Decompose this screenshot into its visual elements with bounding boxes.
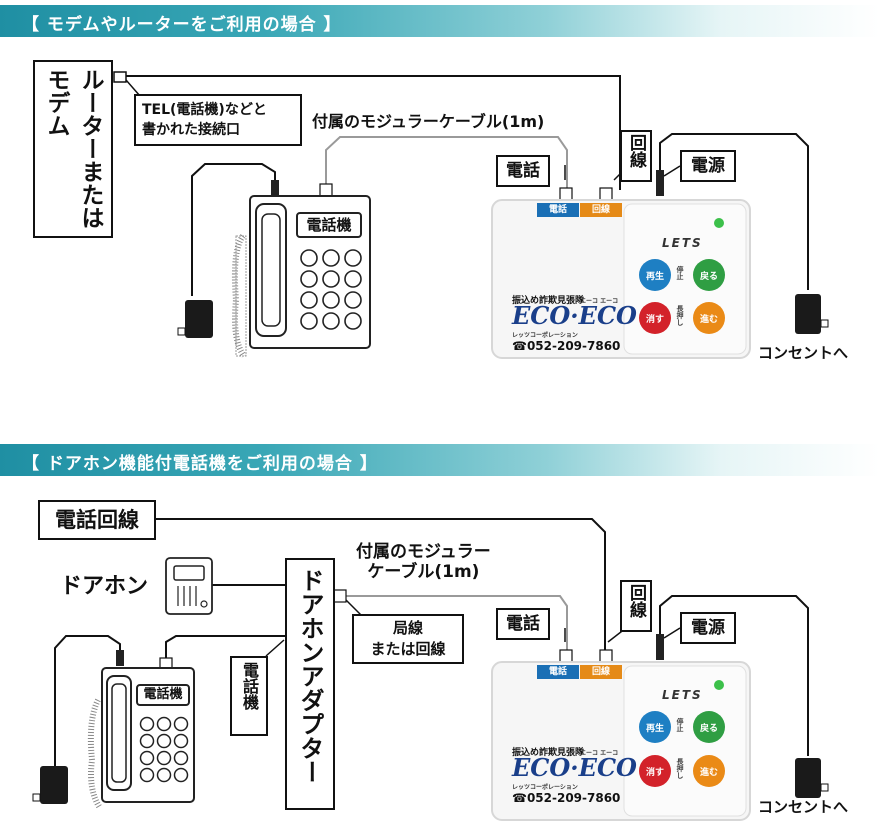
power-cable-2	[659, 595, 809, 756]
btn-play-2: 再生	[645, 724, 664, 734]
section1-wiring	[113, 71, 829, 359]
product-2: ECO·ECO	[512, 753, 637, 782]
phone-label-2: 電話機	[136, 684, 190, 706]
power-label-1: 電源	[680, 150, 736, 182]
phone-port-label-1: 電話	[496, 155, 550, 187]
side-long-2: 長押し	[676, 758, 684, 779]
outlet-label-2: コンセントへ	[758, 798, 849, 816]
product-kana-2: エーコ エーコ	[580, 750, 619, 757]
btn-forward-1: 進む	[699, 315, 718, 325]
tab-phone-1: 電話	[548, 205, 567, 215]
router-label: ルーターまたはモデム	[33, 60, 113, 238]
tab-line-2: 回線	[591, 667, 610, 677]
modular-cable-2	[346, 595, 568, 652]
tagline-2: 振込め詐欺見張隊	[512, 748, 585, 758]
phone-label-1: 電話機	[296, 212, 362, 238]
btn-play-1: 再生	[645, 272, 664, 282]
doorphone-unit	[165, 557, 213, 615]
cable-note-1: 付属のモジュラーケーブル(1m)	[312, 112, 545, 131]
side-long-1: 長押し	[676, 305, 684, 326]
eco-device-2	[491, 661, 751, 821]
phone-to-adapter-cable	[165, 635, 285, 660]
side-stop-2: 停止	[676, 718, 684, 732]
btn-delete-2: 消す	[645, 768, 664, 778]
line-port-label-2: 回線	[620, 580, 652, 632]
tel-port-note: TEL(電話機)などと 書かれた接続口	[134, 94, 302, 146]
power-cable-1	[659, 133, 809, 290]
btn-back-1: 戻る	[699, 272, 718, 282]
product-kana-1: エーコ エーコ	[580, 298, 619, 305]
phone-side-label: 電話機	[230, 656, 268, 736]
doorphone-adapter[interactable]: ドアホンアダプター	[285, 558, 335, 810]
line-port-note-2: 局線 または回線	[352, 614, 464, 664]
eco-device-1	[491, 199, 751, 359]
brand-2: LETS	[662, 688, 703, 702]
phone-line-label: 電話回線	[38, 500, 156, 540]
modular-cable-1	[325, 136, 568, 190]
section2-banner: 【 ドアホン機能付電話機をご利用の場合 】	[0, 444, 880, 476]
ac-adapter-right-2	[795, 758, 821, 798]
company-1: レッツコーポレーション	[512, 332, 578, 339]
section1-banner: 【 モデムやルーターをご利用の場合 】	[0, 5, 880, 37]
ac-adapter-left-2	[40, 766, 68, 804]
section1-title: 【 モデムやルーターをご利用の場合 】	[22, 15, 342, 35]
btn-forward-2: 進む	[699, 768, 718, 778]
btn-back-2: 戻る	[699, 724, 718, 734]
handset-cable-2	[54, 635, 121, 766]
ac-adapter-right-1	[795, 294, 821, 334]
phone-number-1: ☎052-209-7860	[512, 339, 621, 353]
telephone-2	[87, 667, 195, 810]
tagline-1: 振込め詐欺見張隊	[512, 296, 585, 306]
brand-1: LETS	[662, 236, 703, 250]
phone-number-2: ☎052-209-7860	[512, 791, 621, 805]
company-2: レッツコーポレーション	[512, 784, 578, 791]
ac-adapter-left-1	[185, 300, 213, 338]
tab-phone-2: 電話	[548, 667, 567, 677]
power-label-2: 電源	[680, 612, 736, 644]
line-port-label-1: 回線	[620, 130, 652, 182]
section2-title: 【 ドアホン機能付電話機をご利用の場合 】	[22, 454, 378, 474]
handset-cable-1	[191, 163, 276, 296]
cable-note-2: 付属のモジュラー ケーブル(1m)	[356, 542, 491, 582]
line-to-device-cable	[156, 518, 606, 652]
phone-port-label-2: 電話	[496, 608, 550, 640]
outlet-label-1: コンセントへ	[758, 344, 849, 362]
doorphone-label: ドアホン	[60, 574, 149, 599]
side-stop-1: 停止	[676, 266, 684, 280]
product-1: ECO·ECO	[512, 301, 637, 330]
btn-delete-1: 消す	[645, 315, 664, 325]
tab-line-1: 回線	[591, 205, 610, 215]
